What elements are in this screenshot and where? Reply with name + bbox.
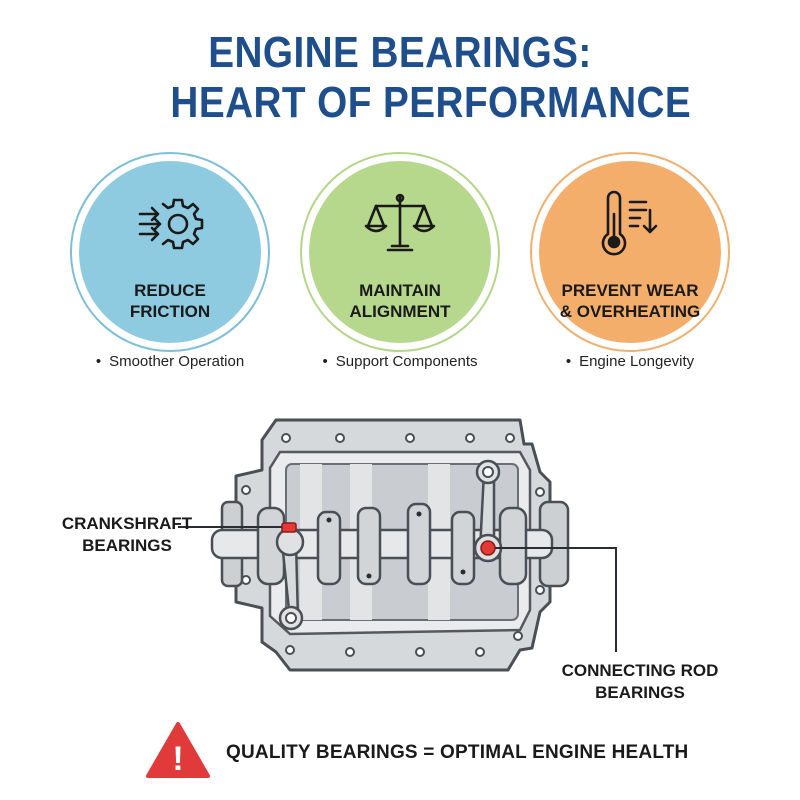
warning-mark: !	[172, 740, 183, 778]
benefit-label: MAINTAIN ALIGNMENT	[349, 281, 451, 321]
crankshaft-bearing-marker	[281, 522, 297, 533]
warning-triangle-icon: !	[146, 722, 210, 778]
benefit-prevent-wear: PREVENT WEAR & OVERHEATING	[530, 152, 730, 352]
benefit-label: REDUCE FRICTION	[129, 281, 211, 321]
title-line-1: ENGINE BEARINGS:	[208, 28, 592, 77]
title-line-2: HEART OF PERFORMANCE	[170, 78, 692, 127]
gear-arrows-icon	[138, 198, 204, 250]
benefit-bullet-engine-longevity: • Engine Longevity	[510, 352, 750, 372]
rod-leader-line	[495, 547, 617, 652]
page-title: ENGINE BEARINGS: HEART OF PERFORMANCE	[48, 28, 752, 128]
callout-crankshaft-bearings: CRANKSHRAFT BEARINGS	[61, 514, 193, 555]
footer-message: QUALITY BEARINGS = OPTIMAL ENGINE HEALTH	[226, 742, 689, 763]
rod-bearing-marker	[480, 540, 496, 556]
bullet-dot: •	[565, 353, 572, 370]
benefit-reduce-friction: REDUCE FRICTION	[70, 152, 270, 352]
leader-lines	[178, 526, 617, 652]
benefit-circle	[539, 161, 721, 343]
benefit-circle	[309, 161, 491, 343]
bullet-text: Support Components	[335, 353, 478, 370]
benefit-maintain-alignment: MAINTAIN ALIGNMENT	[300, 152, 500, 352]
footer-banner: ! QUALITY BEARINGS = OPTIMAL ENGINE HEAL…	[0, 716, 800, 786]
bullet-text: Engine Longevity	[579, 353, 695, 370]
benefit-circle	[79, 161, 261, 343]
crankshaft	[210, 502, 554, 586]
bullet-text: Smoother Operation	[109, 353, 245, 370]
benefit-label: PREVENT WEAR & OVERHEATING	[559, 281, 701, 321]
benefit-bullet-smoother-operation: • Smoother Operation	[50, 352, 290, 372]
bullet-dot: •	[95, 353, 102, 370]
thermometer-down-icon	[601, 190, 658, 256]
callout-connecting-rod-bearings: CONNECTING ROD BEARINGS	[561, 661, 719, 702]
engine-block-illustration	[178, 418, 617, 672]
balance-scale-icon	[364, 193, 436, 252]
benefit-bullet-support-components: • Support Components	[280, 352, 520, 372]
bullet-dot: •	[322, 353, 328, 370]
